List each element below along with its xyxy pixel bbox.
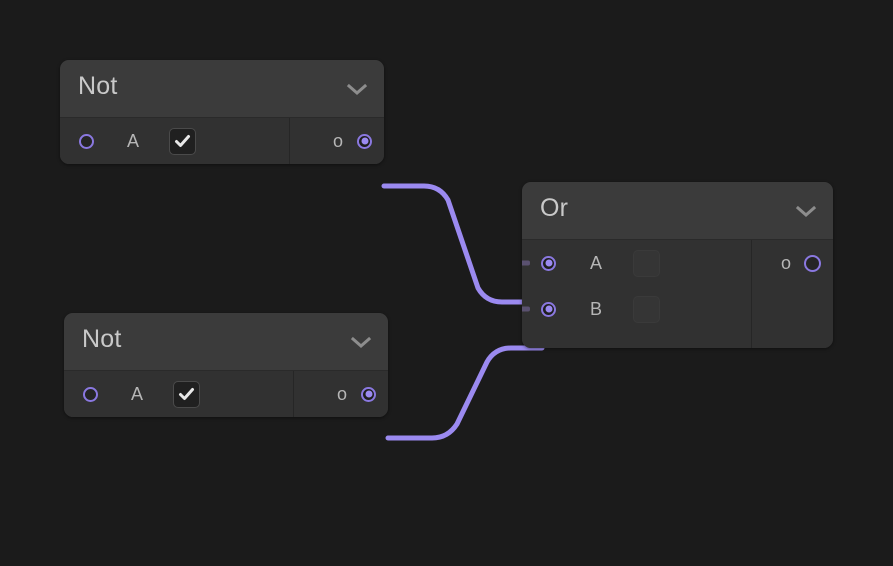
output-label-o: o bbox=[780, 253, 791, 273]
chevron-down-icon[interactable] bbox=[795, 204, 817, 218]
input-checkbox-b[interactable] bbox=[633, 295, 661, 323]
input-port-b[interactable] bbox=[541, 301, 556, 317]
node-or-1[interactable]: Or A B bbox=[522, 182, 833, 348]
node-title: Not bbox=[78, 72, 118, 100]
node-outputs: o bbox=[752, 240, 833, 348]
input-checkbox-a[interactable] bbox=[173, 380, 201, 408]
wire-not1-to-or-a[interactable] bbox=[381, 183, 543, 305]
check-icon bbox=[175, 134, 191, 147]
node-body: A B o bbox=[522, 240, 833, 348]
input-label-a: A bbox=[131, 384, 144, 404]
node-not-1[interactable]: Not A o bbox=[60, 60, 384, 164]
input-row-a[interactable]: A bbox=[522, 240, 751, 286]
node-body: A o bbox=[60, 118, 384, 164]
output-label-o: o bbox=[336, 384, 347, 404]
output-port-o[interactable] bbox=[804, 254, 821, 272]
node-inputs: A bbox=[64, 371, 294, 417]
node-outputs: o bbox=[294, 371, 388, 417]
input-row-a[interactable]: A bbox=[64, 371, 293, 417]
input-label-a: A bbox=[590, 253, 603, 273]
input-port-a[interactable] bbox=[83, 386, 98, 402]
output-port-o[interactable] bbox=[357, 133, 372, 149]
input-checkbox-a[interactable] bbox=[169, 127, 197, 155]
node-not-2[interactable]: Not A o bbox=[64, 313, 388, 417]
output-row-o[interactable]: o bbox=[752, 240, 833, 286]
output-row-o[interactable]: o bbox=[290, 118, 384, 164]
chevron-down-icon[interactable] bbox=[346, 82, 368, 96]
check-icon bbox=[179, 387, 195, 400]
node-inputs: A B bbox=[522, 240, 752, 348]
node-header[interactable]: Not bbox=[64, 313, 388, 371]
output-row-o[interactable]: o bbox=[294, 371, 388, 417]
input-port-a[interactable] bbox=[79, 133, 94, 149]
input-row-b[interactable]: B bbox=[522, 286, 751, 332]
node-inputs: A bbox=[60, 118, 290, 164]
input-wire-stub-b bbox=[522, 306, 530, 312]
input-label-b: B bbox=[590, 299, 603, 319]
output-port-o[interactable] bbox=[361, 386, 376, 402]
input-wire-stub-a bbox=[522, 260, 530, 266]
wire-not2-to-or-b[interactable] bbox=[385, 345, 545, 441]
input-label-a: A bbox=[127, 131, 140, 151]
output-label-o: o bbox=[332, 131, 343, 151]
node-title: Or bbox=[540, 194, 569, 222]
node-outputs: o bbox=[290, 118, 384, 164]
chevron-down-icon[interactable] bbox=[350, 335, 372, 349]
input-row-a[interactable]: A bbox=[60, 118, 289, 164]
node-body: A o bbox=[64, 371, 388, 417]
node-header[interactable]: Or bbox=[522, 182, 833, 240]
node-title: Not bbox=[82, 325, 122, 353]
input-checkbox-a[interactable] bbox=[633, 249, 661, 277]
node-header[interactable]: Not bbox=[60, 60, 384, 118]
input-port-a[interactable] bbox=[541, 255, 556, 271]
